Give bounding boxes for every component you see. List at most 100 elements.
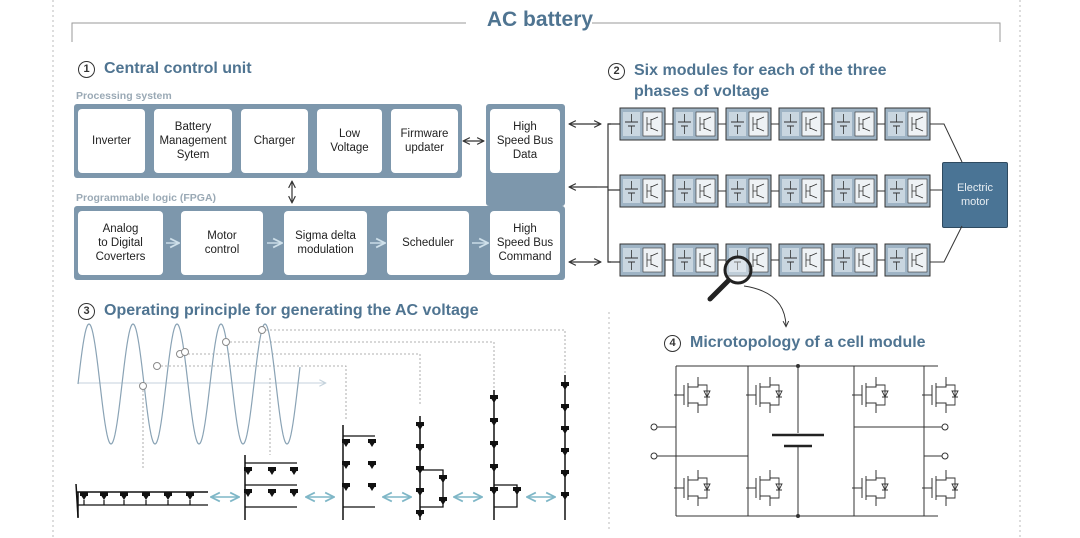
cell-module	[884, 107, 931, 141]
title-bracket	[71, 22, 1001, 42]
sample-point	[181, 348, 189, 356]
battery-cell-icon	[676, 179, 693, 203]
leader-line	[226, 341, 495, 390]
battery-cell-icon	[782, 112, 799, 136]
diode-wire	[698, 477, 708, 499]
transistor-switch-icon	[695, 111, 716, 137]
transistor-switch-icon	[854, 178, 875, 204]
cell-module	[672, 107, 719, 141]
micro-leg	[675, 366, 925, 516]
adc-block: Analog to Digital Coverters	[78, 211, 163, 275]
switch-element	[165, 496, 171, 500]
transistor-symbol	[752, 116, 765, 132]
stack-rail	[494, 484, 518, 508]
switch-element	[368, 439, 376, 443]
transistor-switch-icon	[674, 377, 711, 413]
switch-element	[269, 493, 275, 497]
inverter-block: Inverter	[78, 109, 145, 173]
mosfet-body	[674, 377, 699, 413]
stack-rail	[420, 469, 444, 508]
fpga-label: Programmable logic (FPGA)	[76, 192, 217, 204]
page-title: AC battery	[0, 8, 1080, 32]
switch-element	[244, 489, 252, 493]
switch-element	[368, 483, 376, 487]
switch-element	[120, 492, 128, 496]
transistor-switch-icon	[907, 247, 928, 273]
mosfet-body	[852, 470, 877, 506]
battery-cell-icon	[835, 112, 852, 136]
transistor-switch-icon	[801, 178, 822, 204]
switch-element	[245, 493, 251, 497]
transistor-symbol	[699, 183, 712, 199]
transistor-symbol	[805, 116, 818, 132]
sample-point	[153, 362, 161, 370]
bus-command-block: High Speed Bus Command	[490, 211, 560, 275]
micro-rail	[676, 365, 938, 517]
transistor-switch-icon	[746, 470, 783, 506]
transistor-symbol	[805, 252, 818, 268]
cell-module	[884, 243, 931, 277]
transistor-symbol	[805, 183, 818, 199]
transistor-switch-icon	[642, 111, 663, 137]
transistor-switch-icon	[695, 178, 716, 204]
transistor-switch-icon	[907, 111, 928, 137]
battery-cell-icon	[782, 179, 799, 203]
sample-point	[258, 326, 266, 334]
transistor-switch-icon	[748, 247, 769, 273]
cell-module	[831, 243, 878, 277]
switch-element	[187, 496, 193, 500]
transistor-symbol	[752, 252, 765, 268]
switch-element	[343, 443, 349, 447]
charger-block: Charger	[241, 109, 308, 173]
mosfet-body	[746, 470, 771, 506]
transistor-switch-icon	[642, 247, 663, 273]
switch-element	[342, 439, 350, 443]
diode-wire	[946, 384, 956, 406]
cell-module	[725, 107, 772, 141]
diode-wire	[770, 384, 780, 406]
leader-line	[157, 365, 347, 420]
cell-module	[778, 174, 825, 208]
cell-module	[672, 243, 719, 277]
switch-element	[343, 465, 349, 469]
battery-cell-icon	[888, 248, 905, 272]
low-voltage-block: Low Voltage	[317, 109, 382, 173]
transistor-symbol	[646, 183, 659, 199]
switch-element	[369, 443, 375, 447]
sample-point	[139, 382, 147, 390]
cell-module	[725, 174, 772, 208]
switch-element	[143, 496, 149, 500]
cell-module	[831, 107, 878, 141]
switch-element	[101, 496, 107, 500]
transistor-symbol	[858, 252, 871, 268]
switch-element	[81, 496, 87, 500]
switch-element	[164, 492, 172, 496]
terminal-icon	[941, 452, 949, 460]
leader-line	[262, 329, 566, 375]
switch-element	[100, 492, 108, 496]
cell-module	[778, 107, 825, 141]
electric-motor-block: Electric motor	[942, 162, 1008, 228]
switch-element	[342, 483, 350, 487]
switch-element	[291, 471, 297, 475]
transistor-switch-icon	[746, 377, 783, 413]
diode-wire	[876, 384, 886, 406]
cell-module	[672, 174, 719, 208]
motor-control-block: Motor control	[181, 211, 263, 275]
motor-wires	[930, 123, 963, 263]
transistor-switch-icon	[748, 111, 769, 137]
mosfet-body	[852, 377, 877, 413]
cell-module	[619, 243, 666, 277]
sigma-delta-block: Sigma delta modulation	[284, 211, 367, 275]
diode-wire	[876, 477, 886, 499]
firmware-updater-block: Firmware updater	[391, 109, 458, 173]
transistor-switch-icon	[801, 111, 822, 137]
transistor-switch-icon	[674, 470, 711, 506]
battery-cell-icon	[782, 248, 799, 272]
transistor-symbol	[858, 116, 871, 132]
transistor-switch-icon	[748, 178, 769, 204]
cell-module	[831, 174, 878, 208]
transistor-switch-icon	[695, 247, 716, 273]
